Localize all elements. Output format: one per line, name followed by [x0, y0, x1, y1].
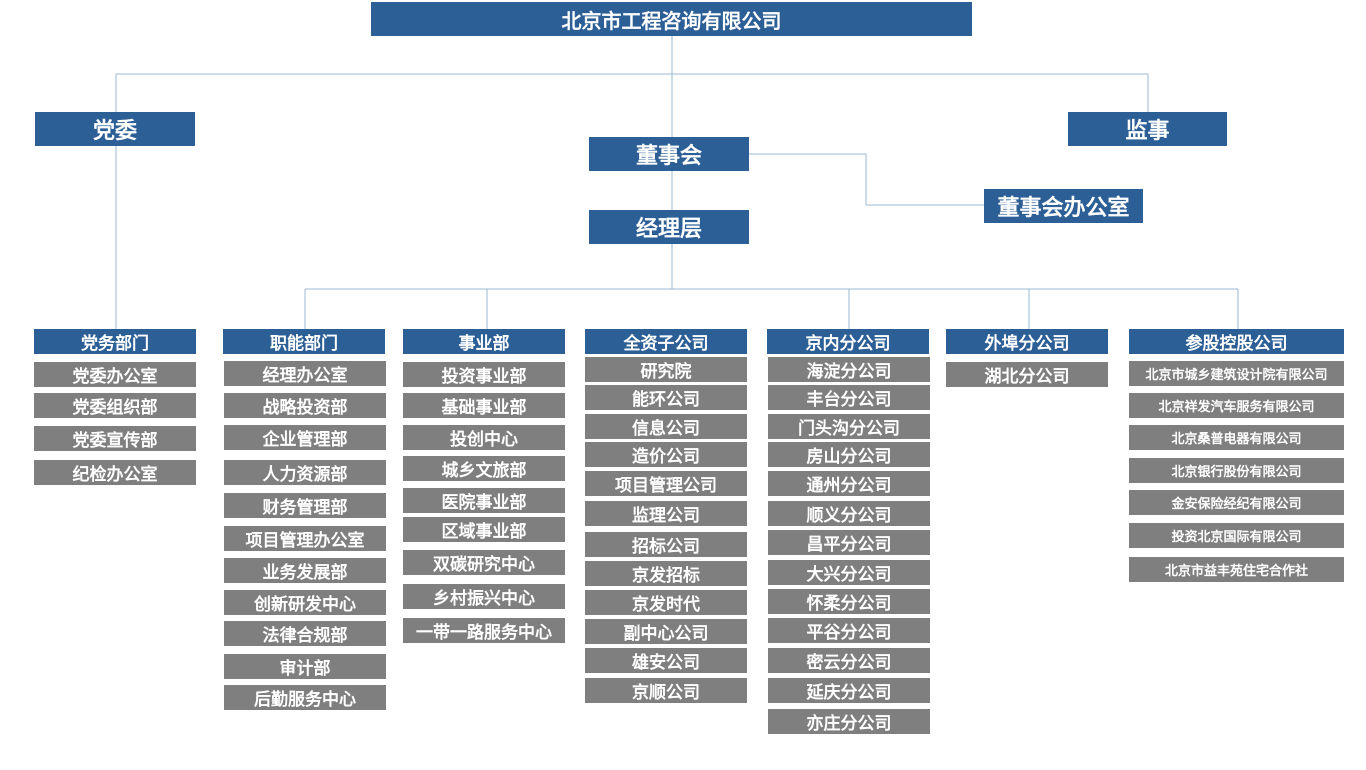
column-header-party-affairs[interactable]: 党务部门	[34, 329, 196, 354]
org-unit-item[interactable]: 党委宣传部	[34, 426, 196, 451]
org-unit-item[interactable]: 亦庄分公司	[768, 709, 930, 734]
column-header-equity-holdings[interactable]: 参股控股公司	[1129, 329, 1344, 354]
org-unit-item[interactable]: 乡村振兴中心	[403, 584, 565, 609]
org-unit-item[interactable]: 经理办公室	[224, 361, 386, 386]
org-unit-item[interactable]: 怀柔分公司	[768, 589, 930, 614]
org-unit-item[interactable]: 海淀分公司	[768, 357, 930, 382]
org-unit-item[interactable]: 房山分公司	[768, 442, 930, 467]
org-unit-item[interactable]: 投资事业部	[403, 362, 565, 387]
org-unit-item[interactable]: 金安保险经纪有限公司	[1129, 490, 1344, 515]
org-unit-item[interactable]: 人力资源部	[224, 460, 386, 485]
org-unit-item[interactable]: 北京祥发汽车服务有限公司	[1129, 393, 1344, 418]
org-unit-item[interactable]: 后勤服务中心	[224, 685, 386, 710]
org-unit-item[interactable]: 党委组织部	[34, 393, 196, 418]
board-office-box[interactable]: 董事会办公室	[984, 189, 1143, 223]
party-committee-box[interactable]: 党委	[35, 112, 195, 146]
org-unit-item[interactable]: 投资北京国际有限公司	[1129, 523, 1344, 548]
management-box[interactable]: 经理层	[589, 210, 749, 244]
org-unit-item[interactable]: 北京市益丰苑住宅合作社	[1129, 557, 1344, 582]
org-unit-item[interactable]: 平谷分公司	[768, 618, 930, 643]
org-unit-item[interactable]: 项目管理办公室	[224, 526, 386, 551]
org-unit-item[interactable]: 门头沟分公司	[768, 414, 930, 439]
org-unit-item[interactable]: 顺义分公司	[768, 501, 930, 526]
column-header-business-units[interactable]: 事业部	[403, 329, 565, 354]
org-unit-item[interactable]: 城乡文旅部	[403, 456, 565, 481]
org-unit-item[interactable]: 副中心公司	[585, 619, 747, 644]
org-unit-item[interactable]: 造价公司	[585, 442, 747, 467]
org-unit-item[interactable]: 雄安公司	[585, 648, 747, 673]
org-unit-item[interactable]: 纪检办公室	[34, 460, 196, 485]
org-unit-item[interactable]: 项目管理公司	[585, 471, 747, 496]
org-unit-item[interactable]: 信息公司	[585, 414, 747, 439]
org-unit-item[interactable]: 财务管理部	[224, 493, 386, 518]
org-unit-item[interactable]: 招标公司	[585, 532, 747, 557]
org-unit-item[interactable]: 医院事业部	[403, 488, 565, 513]
org-unit-item[interactable]: 党委办公室	[34, 362, 196, 387]
org-unit-item[interactable]: 研究院	[585, 357, 747, 382]
org-unit-item[interactable]: 京顺公司	[585, 678, 747, 703]
org-unit-item[interactable]: 创新研发中心	[224, 590, 386, 615]
org-unit-item[interactable]: 一带一路服务中心	[403, 618, 565, 643]
org-unit-item[interactable]: 北京市城乡建筑设计院有限公司	[1129, 361, 1344, 386]
company-root[interactable]: 北京市工程咨询有限公司	[371, 2, 972, 36]
org-unit-item[interactable]: 北京银行股份有限公司	[1129, 458, 1344, 483]
org-unit-item[interactable]: 丰台分公司	[768, 385, 930, 410]
org-unit-item[interactable]: 投创中心	[403, 425, 565, 450]
org-unit-item[interactable]: 昌平分公司	[768, 530, 930, 555]
org-unit-item[interactable]: 通州分公司	[768, 471, 930, 496]
org-unit-item[interactable]: 监理公司	[585, 501, 747, 526]
org-unit-item[interactable]: 京发招标	[585, 561, 747, 586]
org-unit-item[interactable]: 区域事业部	[403, 517, 565, 542]
column-header-outside-branches[interactable]: 外埠分公司	[946, 329, 1108, 354]
org-unit-item[interactable]: 密云分公司	[768, 648, 930, 673]
org-unit-item[interactable]: 京发时代	[585, 590, 747, 615]
org-unit-item[interactable]: 业务发展部	[224, 558, 386, 583]
org-unit-item[interactable]: 能环公司	[585, 385, 747, 410]
org-unit-item[interactable]: 双碳研究中心	[403, 550, 565, 575]
org-unit-item[interactable]: 大兴分公司	[768, 560, 930, 585]
supervisor-box[interactable]: 监事	[1068, 112, 1227, 146]
org-unit-item[interactable]: 审计部	[224, 654, 386, 679]
org-unit-item[interactable]: 北京桑普电器有限公司	[1129, 425, 1344, 450]
column-header-beijing-branches[interactable]: 京内分公司	[767, 329, 929, 354]
org-unit-item[interactable]: 法律合规部	[224, 621, 386, 646]
org-unit-item[interactable]: 基础事业部	[403, 393, 565, 418]
org-unit-item[interactable]: 企业管理部	[224, 425, 386, 450]
org-unit-item[interactable]: 延庆分公司	[768, 678, 930, 703]
column-header-subsidiaries[interactable]: 全资子公司	[585, 329, 747, 354]
org-unit-item[interactable]: 湖北分公司	[946, 362, 1108, 387]
org-unit-item[interactable]: 战略投资部	[224, 393, 386, 418]
column-header-functional[interactable]: 职能部门	[223, 329, 385, 354]
board-box[interactable]: 董事会	[589, 137, 749, 171]
